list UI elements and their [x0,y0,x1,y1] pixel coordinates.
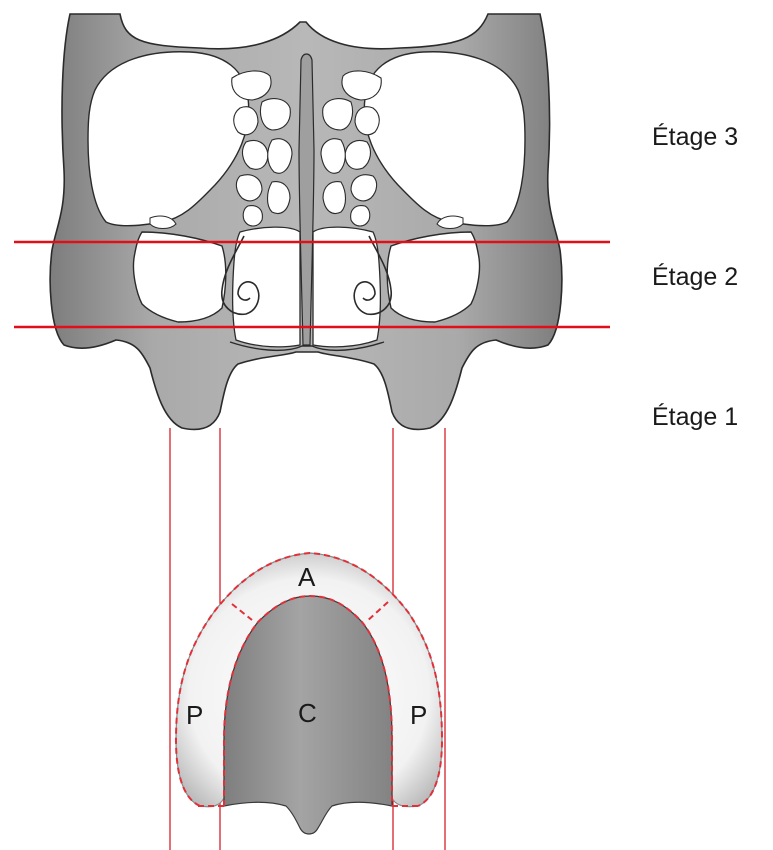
zone-label-central: C [298,698,317,728]
zone-label-anterior: A [298,562,316,592]
palate-occlusal-view: A C P P [176,553,442,834]
stage-label-2: Étage 2 [652,263,738,292]
stage-label-1: Étage 1 [652,403,738,432]
left-maxillary-sinus [133,232,225,322]
stage-label-3: Étage 3 [652,123,738,152]
skull-section [50,14,562,429]
right-maxillary-sinus [387,232,479,322]
nasal-cavity-right [313,227,380,347]
zone-label-posterior-left: P [186,700,203,730]
nasal-cavity [233,227,300,347]
zone-label-posterior-right: P [410,700,427,730]
